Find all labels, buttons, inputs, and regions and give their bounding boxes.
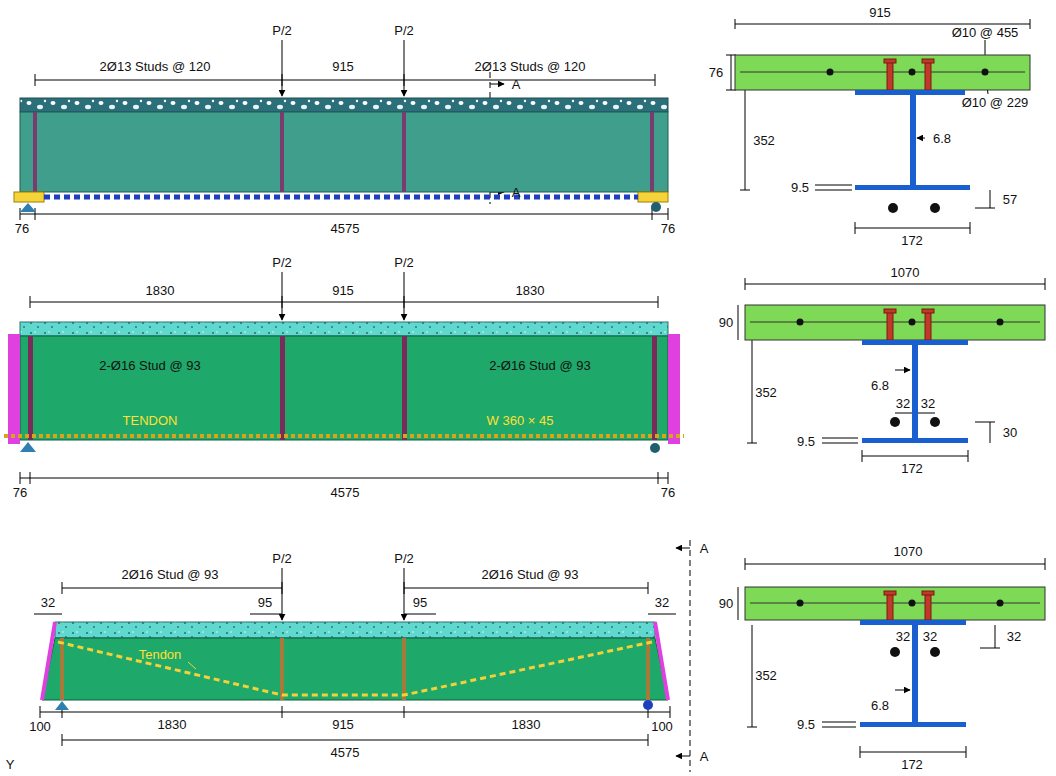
dimension-label: 9.5: [796, 434, 816, 449]
dimension-label: 1830: [515, 283, 546, 298]
dimension-label: 30: [1002, 425, 1018, 440]
dimension-label: 76: [12, 485, 28, 500]
dimension-label: P/2: [393, 23, 415, 38]
dimension-label: 4575: [330, 221, 361, 236]
dimension-label: W 360 × 45: [486, 413, 555, 428]
dimension-label: 1070: [893, 544, 924, 559]
dimension-label: 172: [900, 461, 924, 476]
dimension-label: 90: [718, 596, 734, 611]
dimension-label: 352: [754, 385, 778, 400]
dimension-label: 1830: [511, 717, 542, 732]
dimension-label: 95: [257, 595, 273, 610]
dimension-label: Y: [5, 757, 16, 772]
dimension-label: TENDON: [122, 413, 179, 428]
dimension-label: 76: [660, 485, 676, 500]
dimension-label: A: [699, 541, 710, 556]
dimension-label: 2Ø16 Stud @ 93: [120, 567, 219, 582]
dimension-label: 1070: [890, 265, 921, 280]
dimension-label: 6.8: [870, 698, 890, 713]
dimension-label: 76: [660, 221, 676, 236]
dimension-label: 32: [895, 629, 911, 644]
dimension-label: 32: [922, 629, 938, 644]
dimension-label: 915: [331, 59, 355, 74]
dimension-label: 76: [14, 221, 30, 236]
dimension-label: A: [511, 185, 522, 200]
dimension-label: 352: [754, 668, 778, 683]
dimension-label: P/2: [393, 255, 415, 270]
dimension-label: Tendon: [138, 647, 183, 662]
dimension-label: 1830: [145, 283, 176, 298]
dimension-label: 4575: [330, 745, 361, 760]
dimension-label: 32: [40, 595, 56, 610]
dimension-label: A: [511, 77, 522, 92]
dimension-label: 915: [868, 5, 892, 20]
dimension-label: 95: [412, 595, 428, 610]
dimension-label: 32: [654, 595, 670, 610]
dimension-label: 100: [28, 719, 52, 734]
dimension-label: 32: [920, 396, 936, 411]
dimension-label: 1830: [157, 717, 188, 732]
dimension-label: Ø10 @ 455: [951, 25, 1020, 40]
dimension-label: 90: [718, 315, 734, 330]
dimension-label: P/2: [271, 23, 293, 38]
dimension-label: 915: [331, 717, 355, 732]
dimension-label: 2-Ø16 Stud @ 93: [98, 358, 201, 373]
dimension-label: 76: [708, 65, 724, 80]
dimension-label: P/2: [271, 551, 293, 566]
dimension-label: 32: [1006, 629, 1022, 644]
dimension-label: 100: [650, 719, 674, 734]
dimension-label: 4575: [330, 485, 361, 500]
dimension-label: 2-Ø16 Stud @ 93: [488, 358, 591, 373]
dimension-label: 32: [895, 396, 911, 411]
dimension-label: P/2: [271, 255, 293, 270]
dimension-label: P/2: [393, 551, 415, 566]
dimension-label: 57: [1002, 192, 1018, 207]
dimension-label: 2Ø13 Studs @ 120: [99, 59, 212, 74]
dimension-label: 6.8: [870, 378, 890, 393]
dimension-label: A: [699, 749, 710, 764]
dimension-label: 2Ø13 Studs @ 120: [474, 59, 587, 74]
dimension-label: Ø10 @ 229: [961, 95, 1030, 110]
dimension-label: 9.5: [796, 717, 816, 732]
dimension-label: 352: [752, 133, 776, 148]
dimension-label: 9.5: [790, 180, 810, 195]
dimension-label: 915: [331, 283, 355, 298]
dimension-label: 172: [900, 233, 924, 248]
dimension-label: 6.8: [932, 131, 952, 146]
dimension-label: 172: [900, 757, 924, 772]
dimension-label: 2Ø16 Stud @ 93: [480, 567, 579, 582]
